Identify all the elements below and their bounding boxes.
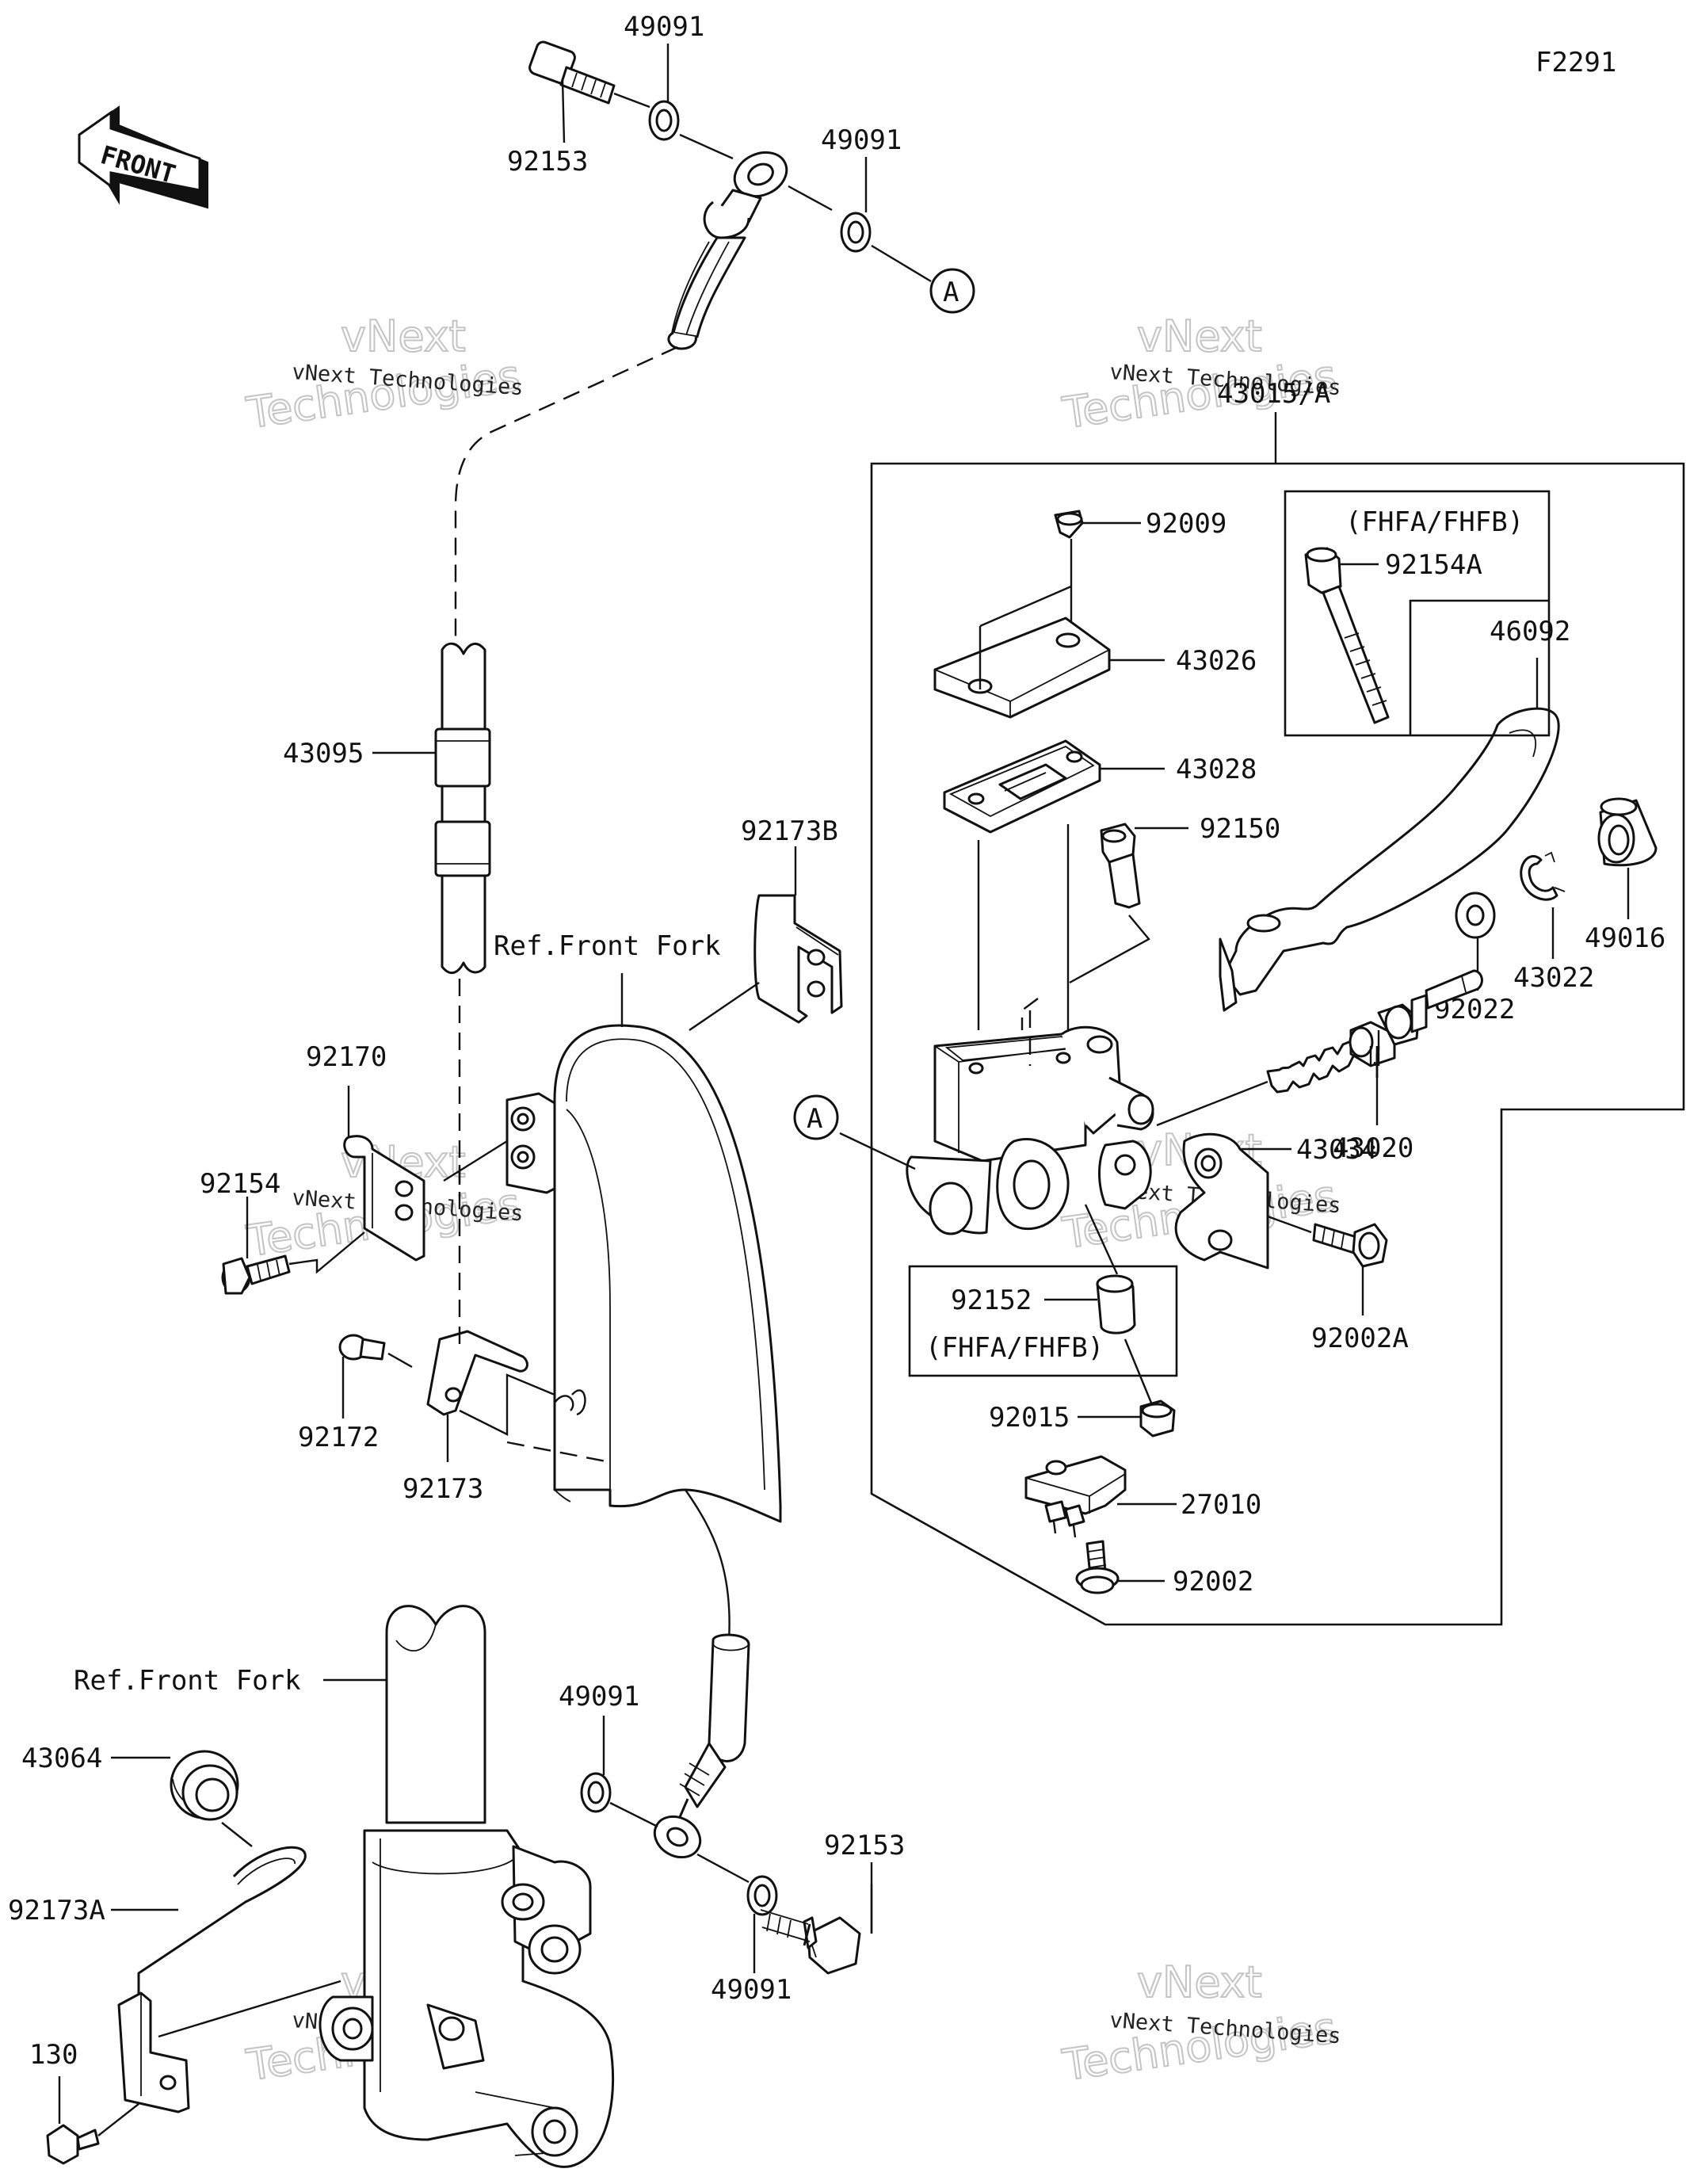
label-130: 130 bbox=[29, 2039, 78, 2071]
clamp-92173b bbox=[753, 894, 843, 1024]
bolt-92154 bbox=[221, 1254, 291, 1295]
label-ref-front-fork-1: Ref.Front Fork bbox=[494, 930, 721, 962]
label-43034: 43034 bbox=[1296, 1134, 1377, 1166]
watermark-top-right: vNext Technologies vNext Technologies bbox=[1059, 311, 1342, 439]
label-92172: 92172 bbox=[298, 1422, 379, 1453]
svg-text:A: A bbox=[943, 277, 959, 308]
svg-text:A: A bbox=[807, 1103, 822, 1135]
clip-92173 bbox=[426, 1330, 528, 1416]
dust-boot-49016 bbox=[1597, 797, 1658, 867]
label-43020: 43020 bbox=[1333, 1132, 1413, 1164]
label-92009: 92009 bbox=[1146, 508, 1226, 540]
washer-49091-top-1 bbox=[648, 100, 680, 141]
clamp-92173a bbox=[117, 1846, 307, 2113]
watermark-top-left: vNext Technologies vNext Technologies bbox=[242, 311, 525, 439]
nut-92015 bbox=[1139, 1399, 1176, 1438]
bolt-92002a bbox=[1312, 1223, 1388, 1268]
brake-hose-lower bbox=[653, 1633, 750, 1859]
label-43064: 43064 bbox=[21, 1743, 102, 1774]
ref-circle-a-top: A bbox=[929, 268, 975, 314]
label-49091-top-2: 49091 bbox=[821, 124, 902, 156]
label-43026: 43026 bbox=[1176, 645, 1257, 677]
ref-circle-a-mid: A bbox=[793, 1094, 839, 1140]
circlip-43022 bbox=[1520, 851, 1566, 901]
label-92173b: 92173B bbox=[741, 815, 838, 847]
fhfa-box-upper bbox=[1284, 490, 1551, 737]
label-92173: 92173 bbox=[402, 1473, 483, 1505]
label-49091-lower-1: 49091 bbox=[559, 1681, 639, 1712]
screw-92172 bbox=[338, 1334, 386, 1361]
label-46092: 46092 bbox=[1490, 616, 1570, 647]
label-43095: 43095 bbox=[283, 738, 364, 769]
stud-bolt-92154a bbox=[1304, 547, 1390, 724]
label-92002a: 92002A bbox=[1311, 1323, 1409, 1354]
banjo-bolt-92153-lower bbox=[760, 1909, 861, 1975]
washer-49091-top-2 bbox=[840, 212, 872, 253]
screw-92002 bbox=[1075, 1540, 1120, 1594]
piston-kit-43020 bbox=[1266, 969, 1483, 1094]
label-92173a: 92173A bbox=[8, 1895, 105, 1926]
label-fhfa-upper: (FHFA/FHFB) bbox=[1345, 506, 1524, 538]
label-43015: 43015/A bbox=[1217, 378, 1330, 410]
washer-92022 bbox=[1455, 892, 1496, 939]
reservoir-cover-43026 bbox=[933, 617, 1111, 719]
label-49016: 49016 bbox=[1585, 922, 1665, 954]
label-49091-top-1: 49091 bbox=[624, 11, 704, 43]
brake-lever-46092 bbox=[1219, 707, 1560, 1012]
diaphragm-43028 bbox=[943, 739, 1101, 834]
banjo-bolt-92153-top bbox=[528, 40, 616, 105]
brake-light-switch-27010 bbox=[1024, 1455, 1127, 1538]
label-92153-lower: 92153 bbox=[824, 1830, 905, 1861]
label-92150: 92150 bbox=[1200, 813, 1280, 845]
drawing-code: F2291 bbox=[1535, 47, 1616, 78]
label-27010: 27010 bbox=[1181, 1489, 1261, 1521]
assembly-box-43015 bbox=[870, 462, 1685, 1626]
clamp-92170 bbox=[343, 1135, 425, 1262]
label-ref-front-fork-2: Ref.Front Fork bbox=[74, 1665, 301, 1697]
pivot-bolt-92150 bbox=[1100, 823, 1141, 909]
brake-hose-43095 bbox=[434, 642, 491, 975]
spacer-92152 bbox=[1096, 1274, 1136, 1334]
master-cylinder-body bbox=[906, 1025, 1154, 1235]
label-92015: 92015 bbox=[989, 1402, 1070, 1434]
brake-hose-fitting-top bbox=[667, 151, 788, 350]
screw-92009 bbox=[1054, 510, 1084, 539]
front-fork-guard bbox=[553, 1024, 782, 1523]
svg-text:vNext: vNext bbox=[1137, 1957, 1262, 2007]
label-92170: 92170 bbox=[306, 1041, 387, 1073]
svg-text:vNext: vNext bbox=[341, 311, 466, 361]
front-fork-lower bbox=[319, 1605, 615, 2168]
label-43028: 43028 bbox=[1176, 754, 1257, 785]
washer-49091-lower-1 bbox=[580, 1772, 612, 1813]
svg-text:vNext: vNext bbox=[1137, 311, 1262, 361]
watermark-bottom-right: vNext Technologies vNext Technologies bbox=[1059, 1957, 1342, 2091]
holder-43034 bbox=[1098, 1132, 1269, 1270]
washer-49091-lower-2 bbox=[746, 1875, 778, 1916]
fork-bracket bbox=[505, 1092, 556, 1194]
fhfa-box-lower bbox=[908, 1265, 1178, 1377]
label-92002: 92002 bbox=[1173, 1566, 1253, 1598]
label-92152: 92152 bbox=[951, 1285, 1032, 1316]
label-fhfa-lower: (FHFA/FHFB) bbox=[925, 1332, 1104, 1364]
label-92154: 92154 bbox=[200, 1168, 280, 1200]
front-direction-arrow: FRONT bbox=[78, 105, 208, 209]
label-92153-top: 92153 bbox=[507, 146, 588, 178]
label-92154a: 92154A bbox=[1385, 549, 1482, 581]
bolt-130 bbox=[46, 2124, 100, 2165]
label-49091-lower-2: 49091 bbox=[711, 1974, 792, 2006]
label-43022: 43022 bbox=[1513, 962, 1594, 994]
grommet-43064 bbox=[170, 1750, 239, 1821]
